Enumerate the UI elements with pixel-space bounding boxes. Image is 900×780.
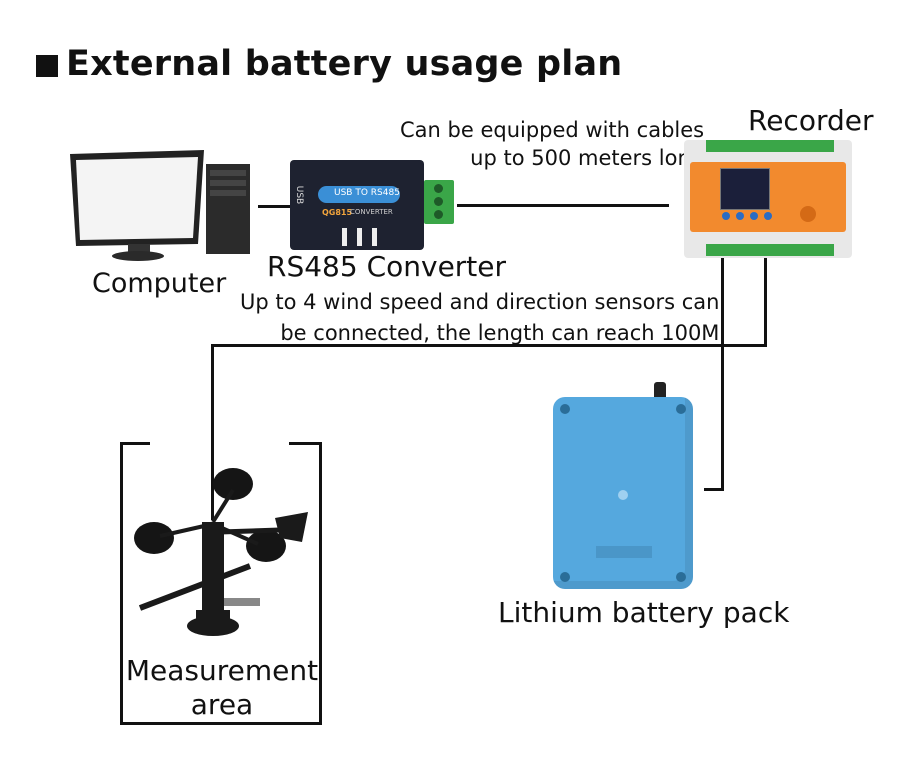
cable-note-line1: Can be equipped with cables bbox=[400, 118, 705, 142]
converter-led-rx bbox=[372, 228, 377, 246]
battery-corner-screw bbox=[560, 572, 570, 582]
battery-label: Lithium battery pack bbox=[498, 596, 790, 629]
recorder-label: Recorder bbox=[748, 104, 874, 137]
cable-note-line2: up to 500 meters long bbox=[470, 146, 705, 170]
sensor-cable-horizontal bbox=[211, 344, 767, 347]
recorder-button bbox=[750, 212, 758, 220]
recorder-bottom-terminals bbox=[706, 244, 834, 256]
converter-model: QG815 bbox=[322, 208, 353, 217]
converter-word: CONVERTER bbox=[350, 208, 393, 216]
battery-label-plate bbox=[596, 546, 652, 558]
converter-terminal-screw bbox=[434, 184, 443, 193]
computer-converter-cable bbox=[258, 205, 290, 208]
sensor-note-line1: Up to 4 wind speed and direction sensors… bbox=[240, 290, 720, 314]
converter-usb-port-label: USB bbox=[294, 185, 305, 205]
battery-corner-screw bbox=[560, 404, 570, 414]
converter-recorder-cable bbox=[457, 204, 669, 207]
converter-terminal-screw bbox=[434, 197, 443, 206]
recorder-button bbox=[764, 212, 772, 220]
measurement-label-line2: area bbox=[190, 688, 254, 721]
battery-cable-vertical bbox=[721, 258, 724, 491]
measurement-area-bracket bbox=[120, 442, 322, 725]
converter-terminal-screw bbox=[434, 210, 443, 219]
converter-led-tx bbox=[357, 228, 362, 246]
bracket-top-right bbox=[289, 442, 319, 445]
recorder-button bbox=[736, 212, 744, 220]
wind-sensor-icon bbox=[134, 468, 308, 636]
battery-cable-horizontal bbox=[704, 488, 724, 491]
converter-badge-text: USB TO RS485 bbox=[334, 188, 400, 198]
battery-corner-screw bbox=[676, 572, 686, 582]
title-square-icon bbox=[36, 55, 58, 77]
sensor-cable-vertical-left bbox=[211, 344, 214, 520]
cable-length-note: Can be equipped with cables up to 500 me… bbox=[400, 116, 704, 172]
computer-icon bbox=[70, 150, 250, 261]
sensor-cable-vertical-right bbox=[764, 258, 767, 345]
converter-label: RS485 Converter bbox=[267, 250, 507, 283]
recorder-top-terminals bbox=[706, 140, 834, 152]
recorder-button bbox=[722, 212, 730, 220]
measurement-area-label: Measurement area bbox=[122, 654, 322, 722]
converter-led-pwr bbox=[342, 228, 347, 246]
converter-badge bbox=[318, 186, 400, 203]
battery-center-indicator bbox=[618, 490, 628, 500]
sensor-connection-note: Up to 4 wind speed and direction sensors… bbox=[240, 287, 719, 349]
measurement-label-line1: Measurement bbox=[125, 654, 319, 687]
recorder-screen bbox=[720, 168, 770, 210]
sensor-note-line2: be connected, the length can reach 100M bbox=[280, 321, 720, 345]
battery-corner-screw bbox=[676, 404, 686, 414]
recorder-speaker-icon bbox=[800, 206, 816, 222]
computer-label: Computer bbox=[92, 268, 227, 299]
bracket-top-left bbox=[120, 442, 150, 445]
page-title: External battery usage plan bbox=[66, 44, 623, 84]
